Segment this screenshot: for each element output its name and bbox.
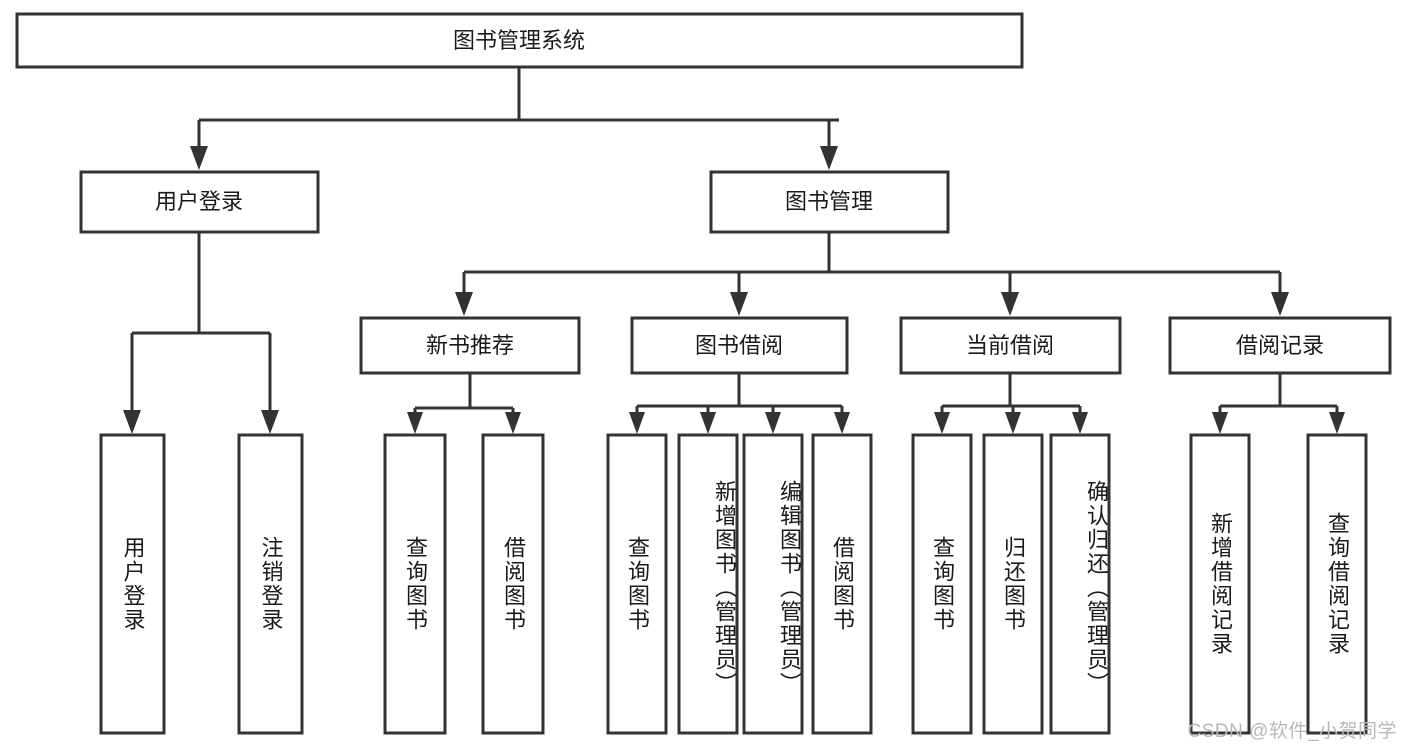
arrowhead-to-borrowrecord <box>1271 292 1289 316</box>
borrow-record-box[interactable] <box>1168 316 1392 375</box>
arrowhead-to-borrowbook <box>730 292 748 316</box>
root-box[interactable] <box>15 12 1024 69</box>
arrowhead-to-leaf-7 <box>834 412 850 434</box>
arrowhead-to-book-mgmt <box>820 146 838 170</box>
connector-newbook-to-leaves <box>413 373 515 415</box>
node-borrow-record[interactable]: 借阅记录 <box>1168 316 1392 375</box>
connector-bookmgmt-to-level2 <box>462 232 1282 300</box>
node-user-login[interactable]: 用户登录 <box>79 170 320 234</box>
arrowhead-to-leaf-6 <box>765 412 781 434</box>
connector-layer <box>130 67 1339 415</box>
arrowhead-to-leaf-4 <box>629 412 645 434</box>
leaf-box-10[interactable] <box>1049 433 1111 735</box>
arrowhead-to-user-login <box>190 146 208 170</box>
connector-userlogin-to-leaves <box>130 232 272 415</box>
arrowhead-to-leaf-5 <box>700 412 716 434</box>
arrowhead-to-currentborrow <box>1001 292 1019 316</box>
leaf-box-9[interactable] <box>982 433 1044 735</box>
leaf-box-7[interactable] <box>811 433 873 735</box>
arrowhead-to-leaf-9 <box>1005 412 1021 434</box>
arrowhead-to-leaf-2 <box>407 412 423 434</box>
book-borrow-box[interactable] <box>630 316 849 375</box>
leaf-box-2[interactable] <box>383 433 447 735</box>
connector-borrowrecord-to-leaves <box>1218 373 1339 415</box>
leaf-box-1[interactable] <box>237 433 304 735</box>
leaf-box-8[interactable] <box>911 433 973 735</box>
arrowhead-to-leaf-0 <box>123 410 141 434</box>
arrowhead-to-newbook <box>455 292 473 316</box>
new-book-recommend-box[interactable] <box>359 316 581 375</box>
connector-borrowbook-to-leaves <box>635 373 844 415</box>
user-login-box[interactable] <box>79 170 320 234</box>
leaf-box-11[interactable] <box>1189 433 1251 735</box>
leaf-box-6[interactable] <box>742 433 804 735</box>
arrowhead-to-leaf-11 <box>1212 412 1228 434</box>
leaf-box-5[interactable] <box>677 433 739 735</box>
borrow-record-label: 借阅记录 <box>1236 333 1324 358</box>
book-borrow-label: 图书借阅 <box>695 333 783 358</box>
leaf-box-3[interactable] <box>481 433 545 735</box>
user-login-label: 用户登录 <box>155 189 243 214</box>
new-book-recommend-label: 新书推荐 <box>426 333 514 358</box>
current-borrow-box[interactable] <box>899 316 1122 375</box>
csdn-watermark: CSDN @软件_小贺同学 <box>1187 721 1397 742</box>
book-management-label: 图书管理 <box>785 189 873 214</box>
connector-root-to-level1 <box>197 67 839 152</box>
leaf-box-12[interactable] <box>1306 433 1368 735</box>
arrowhead-to-leaf-3 <box>505 412 521 434</box>
arrowhead-layer <box>123 146 1345 434</box>
arrowhead-to-leaf-10 <box>1072 412 1088 434</box>
leaf-box-0[interactable] <box>99 433 166 735</box>
arrowhead-to-leaf-8 <box>934 412 950 434</box>
arrowhead-to-leaf-1 <box>261 410 279 434</box>
book-management-box[interactable] <box>709 170 950 234</box>
node-book-management[interactable]: 图书管理 <box>709 170 950 234</box>
node-book-borrow[interactable]: 图书借阅 <box>630 316 849 375</box>
root-label: 图书管理系统 <box>453 28 585 53</box>
node-root[interactable]: 图书管理系统 <box>15 12 1024 69</box>
connector-currentborrow-to-leaves <box>940 373 1082 415</box>
arrowhead-to-leaf-12 <box>1329 412 1345 434</box>
current-borrow-label: 当前借阅 <box>966 333 1054 358</box>
leaf-box-4[interactable] <box>606 433 668 735</box>
node-current-borrow[interactable]: 当前借阅 <box>899 316 1122 375</box>
leaf-box-layer[interactable] <box>99 433 1368 735</box>
node-new-book-recommend[interactable]: 新书推荐 <box>359 316 581 375</box>
